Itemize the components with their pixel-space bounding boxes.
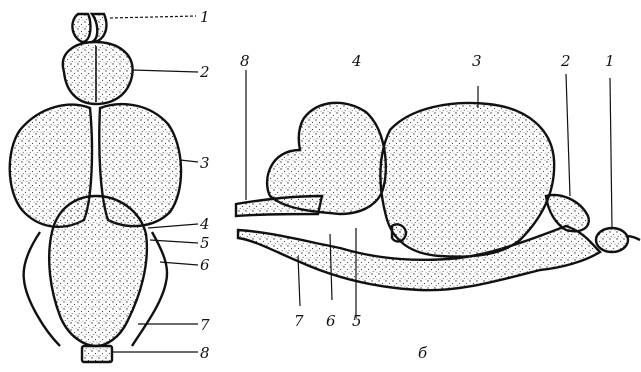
spinal-cord [82, 346, 112, 362]
hypophysis [392, 224, 406, 241]
lateral-label-8: 8 [240, 52, 250, 70]
dorsal-label-8: 8 [200, 344, 210, 362]
lateral-label-6: 6 [326, 312, 336, 330]
dorsal-label-2: 2 [199, 63, 210, 81]
lateral-label-2: 2 [560, 52, 571, 70]
forebrain-lateral [546, 195, 589, 231]
forebrain [63, 42, 133, 104]
dorsal-view [10, 14, 181, 362]
lateral-label-5: 5 [352, 312, 362, 330]
lateral-label-1: 1 [605, 52, 615, 70]
cerebellum [49, 196, 147, 346]
dorsal-label-4: 4 [199, 215, 210, 233]
lateral-view [236, 103, 640, 290]
dorsal-label-1: 1 [200, 8, 210, 26]
lateral-view-caption: б [418, 344, 428, 362]
dorsal-label-5: 5 [200, 234, 210, 252]
lateral-label-7: 7 [294, 312, 304, 330]
dorsal-label-6: 6 [200, 256, 210, 274]
lateral-label-4: 4 [351, 52, 362, 70]
olfactory-bulb-lateral [596, 228, 628, 252]
dorsal-label-7: 7 [200, 316, 210, 334]
olfactory-bulb-right [92, 14, 106, 42]
dorsal-label-3: 3 [200, 154, 210, 172]
olfactory-bulb-left [72, 14, 90, 42]
spinal-cord-lateral [236, 196, 322, 216]
lateral-label-3: 3 [472, 52, 482, 70]
